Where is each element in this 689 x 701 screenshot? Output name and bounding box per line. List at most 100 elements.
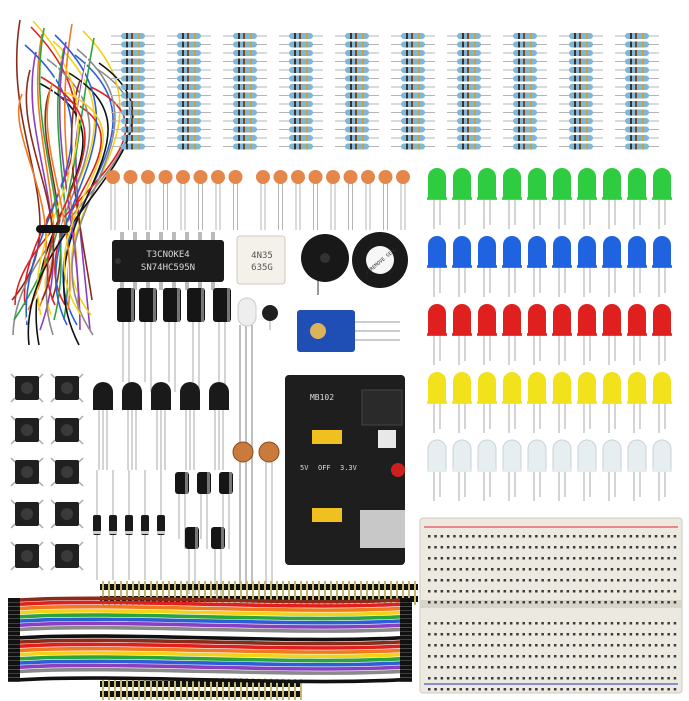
resistor (391, 75, 435, 82)
led (427, 439, 447, 501)
led (577, 304, 597, 365)
tactile-button (50, 541, 84, 571)
resistor (279, 50, 323, 56)
diode (109, 470, 117, 580)
tactile-button (10, 415, 44, 445)
tactile-button (50, 499, 84, 529)
transistor-row (93, 382, 229, 470)
resistor (391, 118, 435, 124)
tactile-buttons (10, 373, 84, 571)
resistor (167, 101, 211, 107)
diode (157, 470, 165, 580)
dupont-wire (8, 630, 412, 638)
resistor (503, 135, 547, 141)
led (652, 304, 672, 365)
led (502, 372, 522, 433)
led (452, 168, 472, 229)
dupont-wire (8, 634, 412, 642)
resistor (447, 135, 491, 141)
resistor (503, 84, 547, 90)
resistor (167, 92, 211, 99)
resistor (615, 109, 659, 116)
led (477, 304, 497, 365)
resistor (167, 143, 211, 150)
resistor (111, 92, 155, 99)
led (577, 439, 597, 501)
resistor (223, 67, 267, 73)
jumper-wire (40, 76, 86, 306)
led (527, 168, 547, 229)
resistor (559, 58, 603, 65)
led (477, 372, 497, 433)
ceramic-capacitor (123, 170, 138, 230)
power-module-label: MB102 (310, 393, 334, 402)
transistor (122, 382, 142, 470)
resistor (503, 101, 547, 107)
transistor (209, 382, 229, 470)
pin-headers (100, 581, 418, 700)
jumper-wire (11, 19, 41, 301)
jumper-wire (58, 41, 81, 331)
resistor (559, 109, 603, 116)
resistor (391, 101, 435, 107)
dupont-wire (8, 638, 412, 646)
jumper-wire (36, 33, 55, 311)
resistor (447, 92, 491, 99)
led (627, 168, 647, 229)
led (552, 372, 572, 433)
resistor (279, 135, 323, 141)
power-rail-off: OFF (318, 464, 331, 472)
resistor (223, 84, 267, 90)
led (477, 439, 497, 501)
diode (93, 470, 101, 580)
jumper-wire (71, 48, 116, 336)
dupont-wire (8, 651, 412, 659)
led (527, 236, 547, 297)
resistor (111, 75, 155, 82)
resistor (447, 58, 491, 65)
resistor (279, 58, 323, 65)
resistor (503, 67, 547, 73)
led (627, 236, 647, 297)
resistor (279, 75, 323, 82)
resistor (223, 109, 267, 116)
resistor (335, 101, 379, 107)
resistor (111, 101, 155, 107)
jumper-wire (23, 75, 48, 341)
led (577, 372, 597, 433)
diodes (93, 470, 165, 580)
resistor (615, 135, 659, 141)
led (602, 168, 622, 229)
resistor (279, 92, 323, 99)
resistor (615, 143, 659, 150)
resistor (503, 41, 547, 48)
resistor (335, 126, 379, 133)
resistor (391, 143, 435, 150)
dupont-ribbon-cable (8, 596, 412, 684)
led (452, 372, 472, 433)
diode (141, 470, 149, 580)
power-rail-3v3: 3.3V (340, 464, 358, 472)
diode (125, 470, 133, 580)
dupont-wire (8, 600, 412, 608)
led (627, 439, 647, 501)
tactile-button (10, 541, 44, 571)
tactile-button (50, 457, 84, 487)
led (427, 236, 447, 297)
resistor (559, 33, 603, 39)
dupont-wire (8, 613, 412, 621)
led (477, 236, 497, 297)
resistor (111, 50, 155, 56)
led (652, 439, 672, 501)
resistor (335, 50, 379, 56)
resistor (111, 143, 155, 150)
resistor (391, 50, 435, 56)
temperature-sensor (262, 305, 278, 330)
resistor (615, 92, 659, 99)
ceramic-capacitor (326, 170, 340, 230)
led (527, 372, 547, 433)
led (602, 372, 622, 433)
led (527, 439, 547, 501)
resistor (111, 84, 155, 90)
electrolytic-capacitor (213, 288, 231, 392)
